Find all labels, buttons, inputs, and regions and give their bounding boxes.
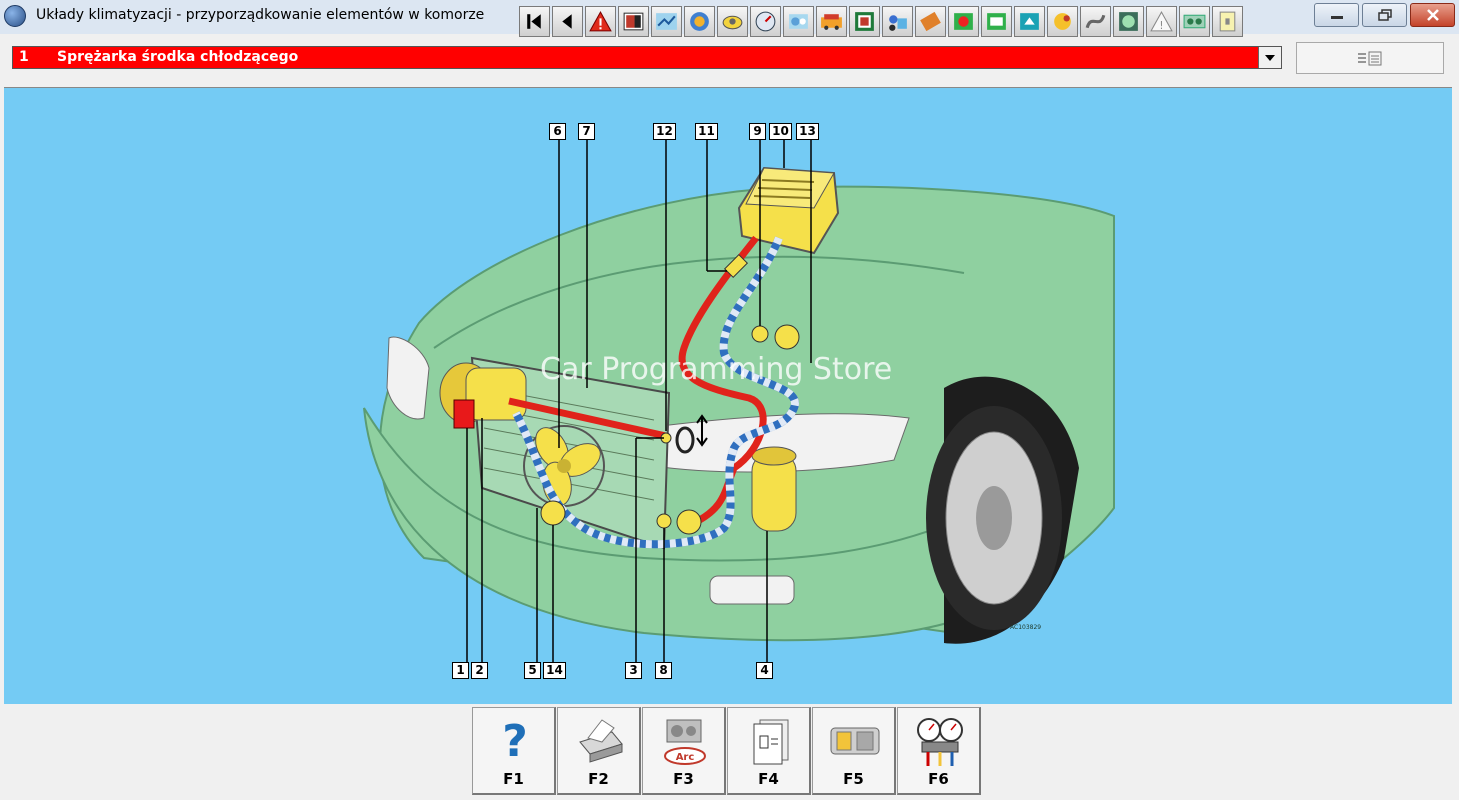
callout-5[interactable]: 5 bbox=[524, 662, 541, 679]
callout-1[interactable]: 1 bbox=[452, 662, 469, 679]
vehicle-icon[interactable] bbox=[816, 6, 847, 37]
f3-label: F3 bbox=[673, 770, 694, 788]
service-port bbox=[675, 426, 695, 454]
diagram-canvas: 1 2 5 14 3 8 4 6 7 12 11 9 10 13 Car Pro… bbox=[4, 87, 1452, 704]
callout-10[interactable]: 10 bbox=[769, 123, 792, 140]
f1-help-button[interactable]: ? F1 bbox=[472, 707, 556, 795]
callout-14[interactable]: 14 bbox=[543, 662, 566, 679]
f4-document-button[interactable]: F4 bbox=[727, 707, 811, 795]
check-icon[interactable] bbox=[1113, 6, 1144, 37]
f6-manifold-button[interactable]: F6 bbox=[897, 707, 981, 795]
warning-icon[interactable] bbox=[585, 6, 616, 37]
function-keys: ? F1 F2 Arc F3 F4 bbox=[472, 707, 981, 795]
callout-2[interactable]: 2 bbox=[471, 662, 488, 679]
sensor-icon[interactable] bbox=[717, 6, 748, 37]
compressor bbox=[439, 362, 527, 429]
right-headlight bbox=[643, 413, 910, 473]
callout-7[interactable]: 7 bbox=[578, 123, 595, 140]
pressure-switch-8 bbox=[656, 513, 672, 529]
image-code: AC103829 bbox=[1010, 624, 1042, 631]
close-button[interactable] bbox=[1410, 3, 1455, 27]
toolbar: ! bbox=[519, 6, 1243, 37]
pressure-switch-9 bbox=[751, 325, 769, 343]
callout-4[interactable]: 4 bbox=[756, 662, 773, 679]
component-icon[interactable] bbox=[618, 6, 649, 37]
component-selector[interactable]: 1 Sprężarka środka chłodzącego bbox=[12, 46, 1282, 69]
restore-button[interactable] bbox=[1362, 3, 1407, 27]
leader-lines bbox=[466, 140, 812, 663]
component-catalog-icon bbox=[830, 727, 880, 755]
chevron-down-icon[interactable] bbox=[1258, 47, 1281, 68]
list-view-button[interactable] bbox=[1296, 42, 1444, 74]
window-controls bbox=[1314, 3, 1455, 27]
expansion-valve bbox=[723, 253, 749, 279]
hose-icon[interactable] bbox=[1080, 6, 1111, 37]
document-icon bbox=[753, 719, 789, 765]
callout-13[interactable]: 13 bbox=[796, 123, 819, 140]
fog-light bbox=[709, 575, 795, 605]
svg-text:?: ? bbox=[502, 716, 528, 767]
component-number: 1 bbox=[19, 49, 29, 65]
pressure-gauge-8 bbox=[676, 509, 702, 535]
f2-print-button[interactable]: F2 bbox=[557, 707, 641, 795]
arc-icon: Arc bbox=[664, 719, 706, 765]
connector-icon[interactable] bbox=[1047, 6, 1078, 37]
module-icon[interactable] bbox=[981, 6, 1012, 37]
callout-3[interactable]: 3 bbox=[625, 662, 642, 679]
high-pressure-line-2 bbox=[508, 397, 667, 440]
list-icon bbox=[1358, 51, 1382, 66]
callout-9[interactable]: 9 bbox=[749, 123, 766, 140]
hazard-icon[interactable]: ! bbox=[1146, 6, 1177, 37]
ac-layout-diagram bbox=[363, 140, 1115, 663]
pressure-gauge-10 bbox=[774, 324, 800, 350]
f5-label: F5 bbox=[843, 770, 864, 788]
f4-label: F4 bbox=[758, 770, 779, 788]
minimize-button[interactable] bbox=[1314, 3, 1359, 27]
component-name: Sprężarka środka chłodzącego bbox=[57, 49, 299, 65]
service-icon[interactable] bbox=[783, 6, 814, 37]
exit-icon[interactable] bbox=[1212, 6, 1243, 37]
settings-icon[interactable] bbox=[684, 6, 715, 37]
low-pressure-line bbox=[512, 236, 799, 549]
f6-label: F6 bbox=[928, 770, 949, 788]
arc-badge: Arc bbox=[676, 752, 695, 763]
hood-crease bbox=[433, 255, 965, 349]
evaporator bbox=[737, 166, 840, 255]
help-icon: ? bbox=[502, 716, 528, 767]
manifold-gauge-icon bbox=[917, 718, 963, 766]
condenser-fins bbox=[483, 387, 655, 501]
receiver-drier bbox=[751, 446, 797, 532]
f2-label: F2 bbox=[588, 770, 609, 788]
watermark-text: Car Programming Store bbox=[540, 352, 893, 387]
sensor-14 bbox=[540, 500, 566, 526]
print-icon bbox=[579, 719, 623, 763]
f1-label: F1 bbox=[503, 770, 524, 788]
f5-components-button[interactable]: F5 bbox=[812, 707, 896, 795]
callout-12[interactable]: 12 bbox=[653, 123, 676, 140]
parts-icon[interactable] bbox=[882, 6, 913, 37]
left-headlight bbox=[386, 336, 430, 420]
previous-icon[interactable] bbox=[552, 6, 583, 37]
repair-icon[interactable] bbox=[948, 6, 979, 37]
recycle-icon[interactable] bbox=[1014, 6, 1045, 37]
callout-8[interactable]: 8 bbox=[655, 662, 672, 679]
svg-text:!: ! bbox=[1159, 20, 1163, 32]
window-title: Układy klimatyzacji - przyporządkowanie … bbox=[36, 7, 485, 23]
tools-icon[interactable] bbox=[915, 6, 946, 37]
relay-icon[interactable] bbox=[1179, 6, 1210, 37]
engine-icon[interactable] bbox=[849, 6, 880, 37]
f3-arc-button[interactable]: Arc F3 bbox=[642, 707, 726, 795]
callout-11[interactable]: 11 bbox=[695, 123, 718, 140]
flow-arrow bbox=[696, 414, 708, 447]
callout-6[interactable]: 6 bbox=[549, 123, 566, 140]
hub bbox=[976, 486, 1012, 550]
app-icon[interactable] bbox=[4, 5, 26, 27]
diagram-icon[interactable] bbox=[651, 6, 682, 37]
gauge-icon[interactable] bbox=[750, 6, 781, 37]
first-icon[interactable] bbox=[519, 6, 550, 37]
